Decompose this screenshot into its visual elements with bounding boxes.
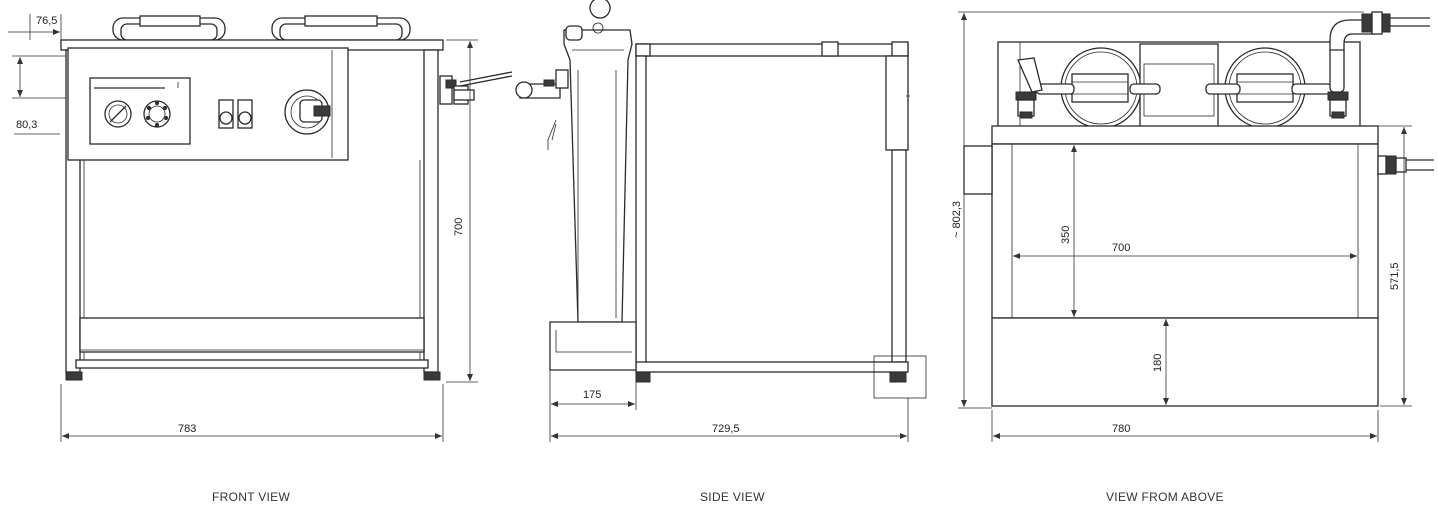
top-body-top	[991, 125, 1379, 145]
side-dimension-depth: 729,5	[549, 398, 909, 442]
front-view-caption: FRONT VIEW	[212, 490, 290, 504]
dim-700-label: 700	[453, 218, 465, 236]
side-view-caption: SIDE VIEW	[700, 490, 765, 504]
side-back-leg	[885, 55, 909, 151]
dim-80-3-label: 80,3	[16, 119, 37, 131]
front-top-handles	[112, 15, 411, 41]
dim-802-3-label: ~ 802,3	[951, 201, 963, 238]
side-tank	[563, 29, 633, 323]
front-lower-shelf	[79, 317, 425, 353]
top-dimension-width: 780	[991, 410, 1379, 442]
top-body	[991, 143, 1379, 319]
front-dimension-offset-top: 76,5	[8, 14, 62, 40]
dim-76-5-label: 76,5	[36, 15, 57, 27]
dim-783-label: 783	[178, 423, 196, 435]
main-switch-icon	[284, 89, 331, 135]
dim-729-5-label: 729,5	[712, 423, 740, 435]
outlet-fitting-icon	[1377, 155, 1434, 175]
dim-180-label: 180	[1152, 354, 1164, 372]
switch-icon	[218, 99, 253, 129]
dim-175-label: 175	[583, 389, 601, 401]
drain-valve-icon	[439, 71, 513, 105]
dim-700-top-label: 700	[1112, 242, 1130, 254]
valve-right-icon	[1327, 45, 1349, 119]
side-drip-tray	[549, 321, 637, 371]
side-top-bar	[635, 43, 909, 57]
dim-780-label: 780	[1112, 423, 1130, 435]
top-view: ~ 802,3 350 700 180 571,5 780 VIEW FROM …	[951, 11, 1434, 504]
dim-571-5-label: 571,5	[1389, 262, 1401, 290]
valve-left-icon	[1015, 57, 1043, 119]
front-view: 783 700 76,5 80,3 FRONT VIEW	[8, 14, 513, 504]
top-dimension-overall: ~ 802,3	[951, 11, 1364, 409]
inlet-pipe-icon	[515, 25, 583, 99]
side-dimension-tray: 175	[549, 370, 637, 410]
top-dimension-depth: 571,5	[1366, 125, 1412, 407]
dim-350-label: 350	[1060, 226, 1072, 244]
top-dimension-inner-depth: 350	[1060, 145, 1077, 317]
top-view-caption: VIEW FROM ABOVE	[1106, 490, 1224, 504]
knob-icon	[104, 100, 132, 128]
front-dimension-height: 700	[446, 39, 478, 383]
top-lower-tray	[991, 317, 1379, 407]
side-bottom-bar	[635, 361, 909, 373]
selector-dial-icon	[143, 100, 171, 128]
front-dimension-offset-side: 80,3	[12, 55, 66, 135]
side-view: 175 729,5 SIDE VIEW	[515, 0, 927, 504]
drum-left-icon	[1060, 47, 1142, 129]
top-dimension-lower: 180	[1152, 319, 1169, 405]
top-dimension-inner-width: 700	[1013, 242, 1357, 259]
inlet-fitting-icon	[1329, 11, 1430, 51]
front-dimension-width: 783	[60, 384, 444, 442]
front-right-leg	[423, 49, 439, 373]
